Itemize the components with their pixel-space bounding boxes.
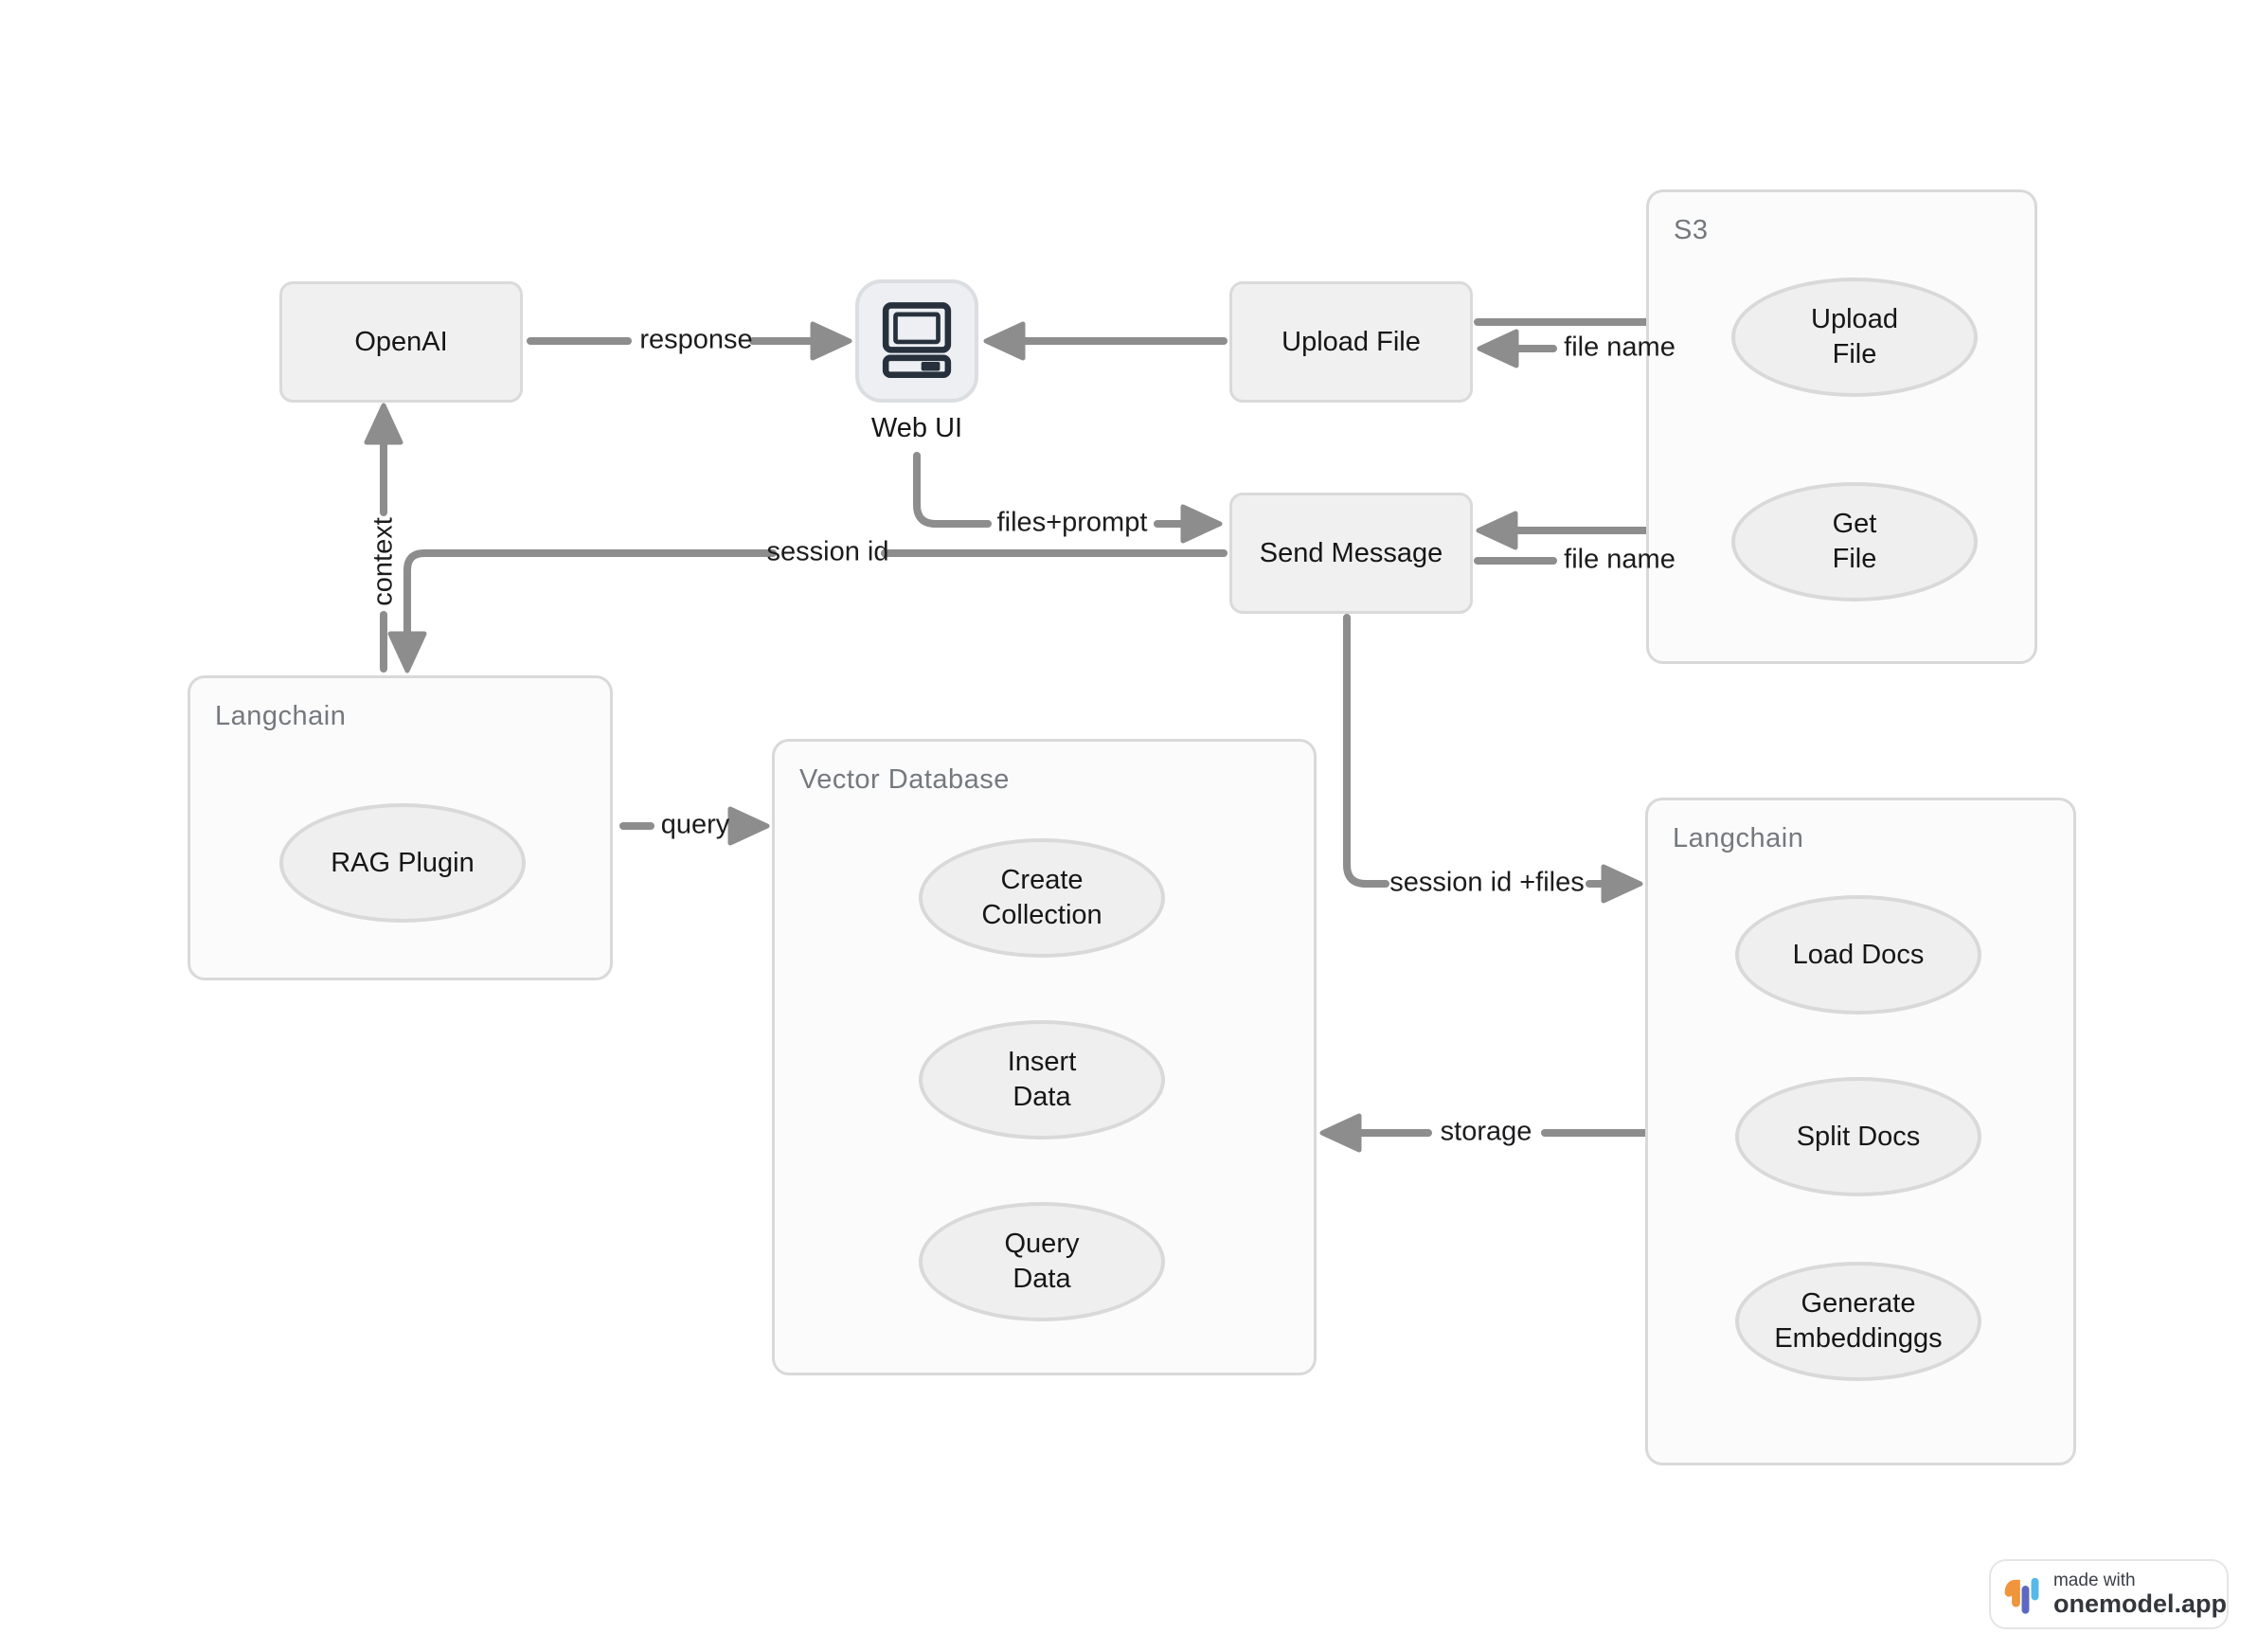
ellipse-generate-embeddings[interactable]: Generate Embeddinggs [1735, 1262, 1981, 1381]
edge-query [619, 806, 770, 846]
onemodel-logo-icon [2004, 1577, 2039, 1614]
edge-storage [1319, 1113, 1649, 1153]
ellipse-s3-get-file[interactable]: Get File [1731, 482, 1978, 602]
edge-label-file-name-get: file name [1564, 544, 1676, 575]
edge-label-session-id-files: session id +files [1389, 867, 1585, 898]
edge-label-storage: storage [1440, 1116, 1532, 1147]
edge-upload-file-to-webui [983, 321, 1228, 361]
container-vector-database-title: Vector Database [799, 764, 1010, 795]
edge-label-context: context [367, 517, 399, 606]
ellipse-insert-data[interactable]: Insert Data [919, 1020, 1165, 1140]
ellipse-split-docs[interactable]: Split Docs [1735, 1077, 1981, 1196]
node-upload-file[interactable]: Upload File [1229, 281, 1473, 403]
node-openai[interactable]: OpenAI [279, 281, 523, 403]
edge-session-id [387, 549, 1228, 673]
edge-label-session-id: session id [766, 536, 889, 567]
container-langchain-right-title: Langchain [1673, 823, 1804, 853]
node-web-ui[interactable] [855, 279, 978, 403]
edge-label-response: response [639, 324, 753, 355]
web-ui-label: Web UI [870, 413, 963, 443]
computer-icon [882, 302, 952, 378]
edge-label-query: query [660, 809, 730, 840]
badge-brand-text: onemodel.app [2052, 1589, 2227, 1618]
edge-response [527, 321, 852, 361]
ellipse-query-data[interactable]: Query Data [919, 1202, 1165, 1321]
onemodel-badge[interactable]: made with onemodel.app [1989, 1559, 2229, 1629]
container-s3-title: S3 [1674, 215, 1709, 245]
ellipse-rag-plugin[interactable]: RAG Plugin [279, 803, 526, 923]
edge-session-id-files [1343, 614, 1643, 904]
ellipse-create-collection[interactable]: Create Collection [919, 838, 1165, 958]
ellipse-s3-upload-file[interactable]: Upload File [1731, 278, 1978, 397]
edge-label-files-prompt: files+prompt [996, 507, 1148, 538]
edge-files-prompt [913, 452, 1223, 544]
badge-made-with-text: made with [2052, 1570, 2136, 1590]
ellipse-load-docs[interactable]: Load Docs [1735, 895, 1981, 1015]
edge-label-file-name-upload: file name [1564, 332, 1676, 363]
node-send-message[interactable]: Send Message [1229, 493, 1473, 614]
container-langchain-left-title: Langchain [215, 701, 347, 731]
edge-context [364, 403, 403, 673]
